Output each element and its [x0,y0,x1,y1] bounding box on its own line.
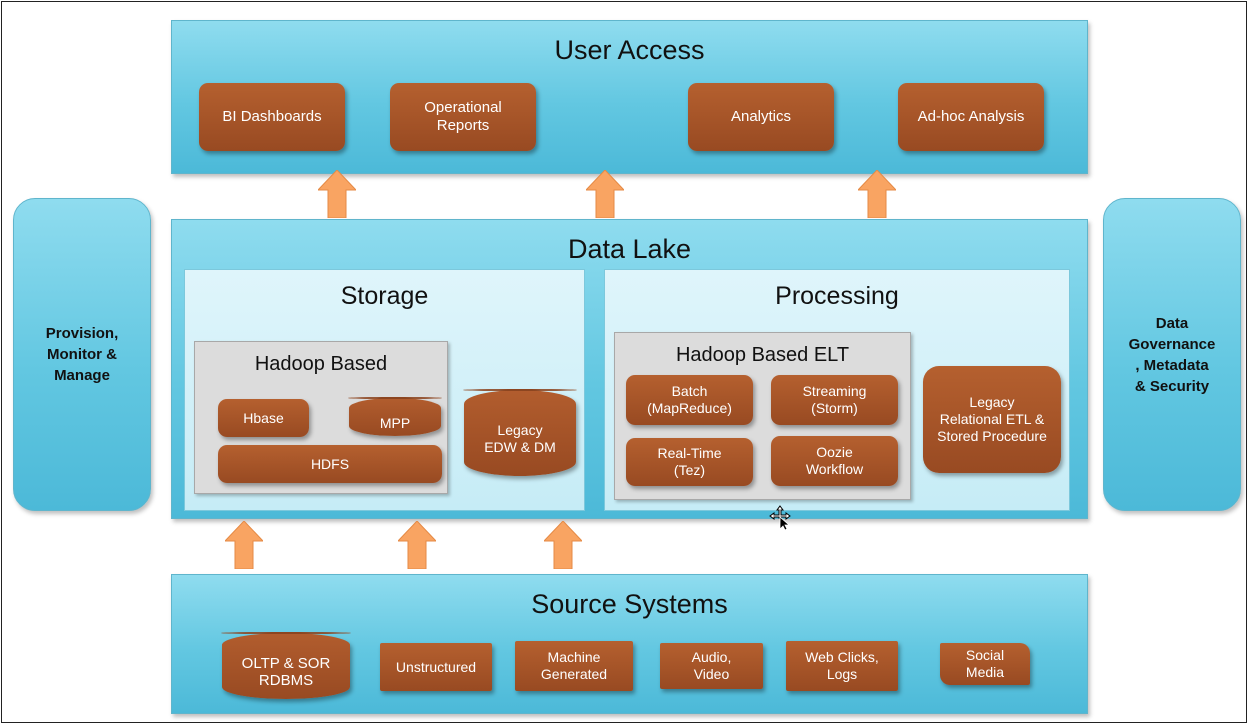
hdfs-box: HDFS [218,445,442,483]
operational-reports-box: Operational Reports [390,83,536,151]
oltp-rdbms-cylinder: OLTP & SOR RDBMS [221,632,351,699]
hadoop-based-box: Hadoop Based Hbase MPP HDFS [194,341,448,494]
up-arrow [398,521,436,569]
provision-monitor-manage-panel: Provision, Monitor & Manage [13,198,151,511]
adhoc-analysis-box: Ad-hoc Analysis [898,83,1044,151]
user-access-panel: User Access BI Dashboards Operational Re… [171,20,1088,174]
user-access-title: User Access [554,35,705,65]
legacy-relational-etl-box: Legacy Relational ETL & Stored Procedure [923,366,1061,473]
hbase-box: Hbase [218,399,309,437]
source-systems-title: Source Systems [531,589,728,619]
data-lake-title: Data Lake [567,234,692,264]
web-clicks-logs-box: Web Clicks, Logs [786,641,898,691]
hadoop-based-title: Hadoop Based [254,353,388,375]
hadoop-based-elt-title: Hadoop Based ELT [675,344,850,366]
bi-dashboards-box: BI Dashboards [199,83,345,151]
up-arrow [858,170,896,218]
legacy-edw-label: Legacy EDW & DM [484,422,556,455]
storage-title: Storage [340,282,429,310]
move-cursor-icon [769,505,795,531]
up-arrow [544,521,582,569]
oltp-rdbms-label: OLTP & SOR RDBMS [241,655,331,689]
machine-generated-box: Machine Generated [515,641,633,691]
source-systems-panel: Source Systems OLTP & SOR RDBMS Unstruct… [171,574,1088,714]
processing-box: Processing Hadoop Based ELT Batch (MapRe… [604,269,1070,511]
up-arrow [225,521,263,569]
analytics-box: Analytics [688,83,834,151]
legacy-edw-cylinder: Legacy EDW & DM [463,389,577,476]
processing-title: Processing [775,282,899,310]
mpp-label: MPP [379,414,411,431]
realtime-tez-box: Real-Time (Tez) [626,438,753,486]
streaming-storm-box: Streaming (Storm) [771,375,898,425]
oozie-workflow-box: Oozie Workflow [771,436,898,486]
data-lake-panel: Data Lake Storage Hadoop Based Hbase MPP… [171,219,1088,519]
mpp-cylinder: MPP [348,397,442,436]
data-governance-panel: Data Governance , Metadata & Security [1103,198,1241,511]
unstructured-box: Unstructured [380,643,492,691]
social-media-box: Social Media [940,643,1030,685]
storage-box: Storage Hadoop Based Hbase MPP HDFS Lega… [184,269,585,511]
hadoop-based-elt-box: Hadoop Based ELT Batch (MapReduce) Strea… [614,332,911,500]
batch-mapreduce-box: Batch (MapReduce) [626,375,753,425]
audio-video-box: Audio, Video [660,643,763,689]
up-arrow [318,170,356,218]
up-arrow [586,170,624,218]
